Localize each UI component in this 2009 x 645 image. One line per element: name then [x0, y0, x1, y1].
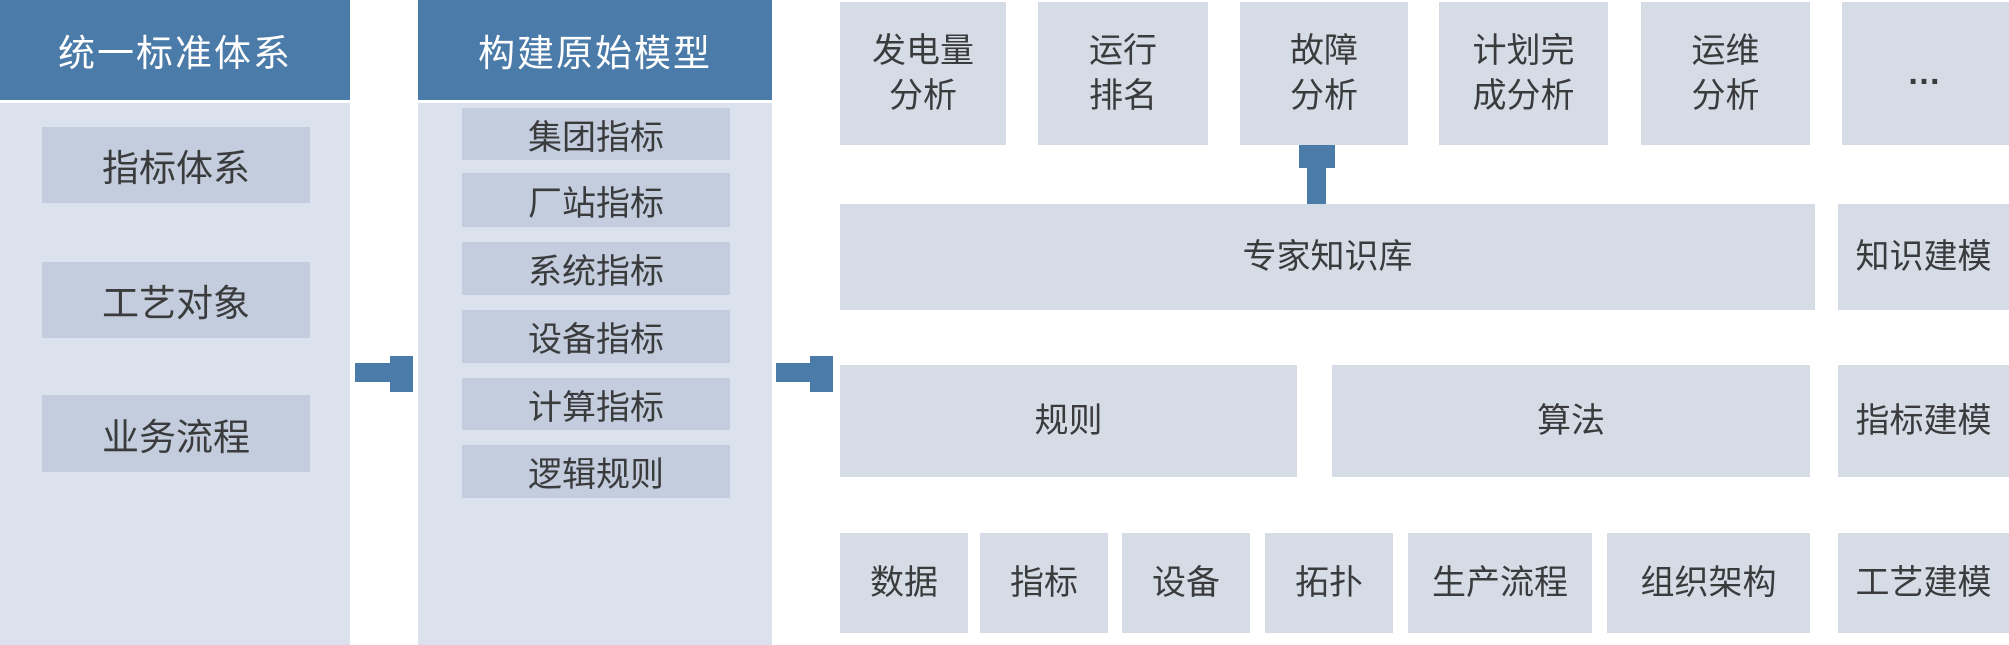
rule-box: 规则	[840, 365, 1297, 477]
unified-standard-header: 统一标准体系	[0, 0, 350, 100]
panel-item-label: 工艺对象	[102, 283, 250, 324]
model-item-label: 逻辑规则	[528, 456, 664, 494]
base-box-organization: 组织架构	[1607, 533, 1810, 633]
model-item-label: 集团指标	[528, 118, 664, 157]
knowledge-modeling-box: 知识建模	[1838, 204, 2009, 310]
model-item-equipment-indicator: 设备指标	[462, 310, 730, 363]
analysis-box-operation-ranking: 运行 排名	[1038, 2, 1208, 145]
analysis-box-label: 计划完 成分析	[1472, 32, 1575, 115]
build-model-header: 构建原始模型	[418, 0, 772, 100]
base-box-topology: 拓扑	[1265, 533, 1393, 633]
panel-item-business-process: 业务流程	[42, 395, 310, 472]
indicator-modeling-box: 指标建模	[1838, 365, 2009, 477]
knowledge-modeling-label: 知识建模	[1855, 237, 1992, 276]
panel-item-label: 业务流程	[102, 416, 250, 458]
expert-knowledge-box: 专家知识库	[840, 204, 1815, 310]
arrow-right-icon	[355, 356, 413, 392]
base-box-label: 组织架构	[1640, 563, 1777, 602]
arrow-up-icon	[1299, 145, 1335, 204]
model-item-group-indicator: 集团指标	[462, 108, 730, 160]
arrow-right-icon	[776, 356, 833, 392]
analysis-box-label: 故障 分析	[1290, 32, 1358, 115]
model-item-logic-rule: 逻辑规则	[462, 445, 730, 498]
model-item-system-indicator: 系统指标	[462, 242, 730, 295]
model-item-calc-indicator: 计算指标	[462, 378, 730, 430]
base-box-data: 数据	[840, 533, 968, 633]
ellipsis-label: …	[1907, 54, 1944, 93]
base-box-label: 数据	[870, 563, 938, 602]
model-item-label: 厂站指标	[528, 184, 664, 223]
analysis-box-plan-completion: 计划完 成分析	[1439, 2, 1608, 145]
model-item-plant-indicator: 厂站指标	[462, 173, 730, 227]
expert-knowledge-label: 专家知识库	[1242, 237, 1413, 276]
base-box-production-process: 生产流程	[1408, 533, 1592, 633]
panel-item-process-object: 工艺对象	[42, 262, 310, 338]
model-item-label: 系统指标	[528, 253, 664, 291]
base-box-indicator: 指标	[980, 533, 1108, 633]
analysis-box-label: 运维 分析	[1691, 32, 1760, 115]
analysis-box-label: 发电量 分析	[872, 32, 974, 115]
base-box-label: 拓扑	[1295, 563, 1363, 602]
unified-standard-title: 统一标准体系	[58, 33, 292, 74]
base-box-label: 生产流程	[1432, 563, 1568, 602]
rule-label: 规则	[1034, 401, 1103, 440]
base-box-label: 指标	[1010, 563, 1078, 602]
analysis-box-generation: 发电量 分析	[840, 2, 1006, 145]
algorithm-label: 算法	[1537, 401, 1605, 440]
panel-item-label: 指标体系	[102, 148, 250, 189]
algorithm-box: 算法	[1332, 365, 1810, 477]
base-box-label: 设备	[1152, 563, 1220, 602]
indicator-modeling-label: 指标建模	[1855, 401, 1992, 440]
model-item-label: 设备指标	[528, 321, 664, 359]
build-model-title: 构建原始模型	[478, 33, 712, 74]
analysis-box-fault: 故障 分析	[1240, 2, 1408, 145]
base-box-equipment: 设备	[1122, 533, 1250, 633]
analysis-box-more: …	[1842, 2, 2009, 145]
analysis-box-label: 运行 排名	[1089, 32, 1157, 115]
model-item-label: 计算指标	[528, 388, 664, 427]
process-modeling-box: 工艺建模	[1838, 533, 2009, 633]
analysis-box-operation-maintenance: 运维 分析	[1641, 2, 1810, 145]
process-modeling-label: 工艺建模	[1855, 563, 1992, 602]
panel-item-indicator-system: 指标体系	[42, 127, 310, 203]
